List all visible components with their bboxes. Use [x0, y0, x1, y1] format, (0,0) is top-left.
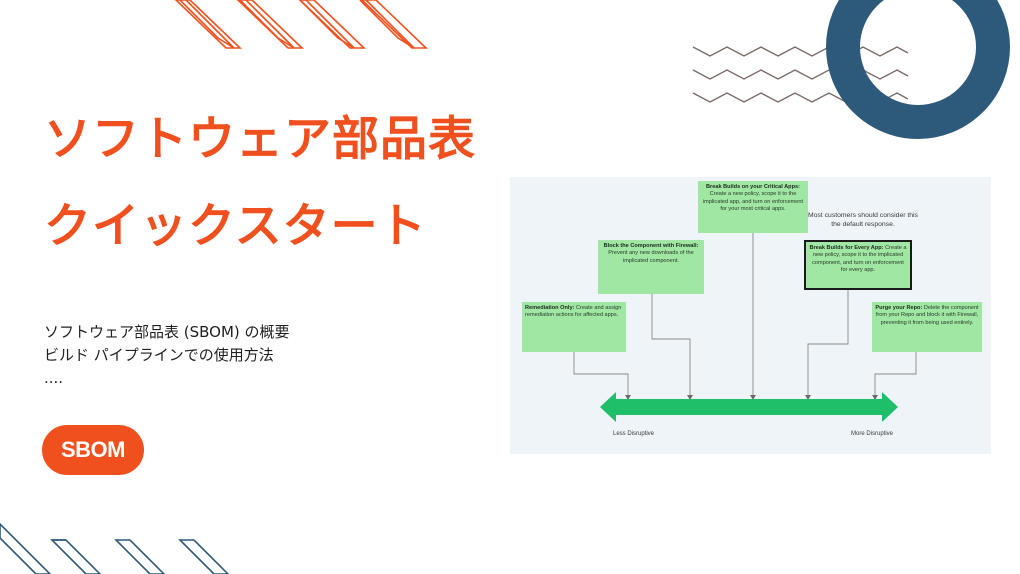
- orange-chevrons-top: [174, 0, 428, 49]
- navy-chevrons-bottom: [0, 522, 230, 574]
- navy-ring: [826, 0, 1010, 139]
- default-response-note: Most customers should consider this the …: [808, 212, 918, 228]
- sbom-badge: SBOM: [42, 425, 144, 475]
- connector-every-app: [807, 289, 849, 398]
- box-block-firewall: Block the Component with Firewall:Preven…: [598, 240, 704, 294]
- box-every-app: Break Builds for Every App: Create a new…: [804, 240, 912, 290]
- bullet-list: ソフトウェア部品表 (SBOM) の概要 ビルド パイプラインでの使用方法 ..…: [44, 321, 290, 390]
- connector-remediation: [573, 352, 629, 398]
- axis-label-less: Less Disruptive: [613, 431, 655, 437]
- connector-purge: [874, 352, 917, 398]
- disruption-diagram: Remediation Only: Create and assign reme…: [510, 177, 991, 454]
- box-purge-repo: Purge your Repo: Delete the component fr…: [872, 302, 982, 352]
- title-line-2: クイックスタート: [44, 199, 427, 254]
- box-critical-apps: Break Builds on your Critical Apps:Creat…: [698, 181, 808, 233]
- axis-label-more: More Disruptive: [851, 431, 894, 437]
- connector-arrowheads: [625, 395, 878, 400]
- bullet-item: ソフトウェア部品表 (SBOM) の概要: [44, 323, 290, 341]
- bullet-item: ビルド パイプラインでの使用方法: [44, 346, 274, 364]
- connector-firewall: [651, 294, 691, 398]
- disruption-arrow: [600, 392, 898, 422]
- diagram-connectors: [573, 232, 917, 422]
- title-line-1: ソフトウェア部品表: [44, 112, 476, 167]
- box-remediation: Remediation Only: Create and assign reme…: [522, 302, 626, 352]
- bullet-item: ....: [44, 369, 64, 387]
